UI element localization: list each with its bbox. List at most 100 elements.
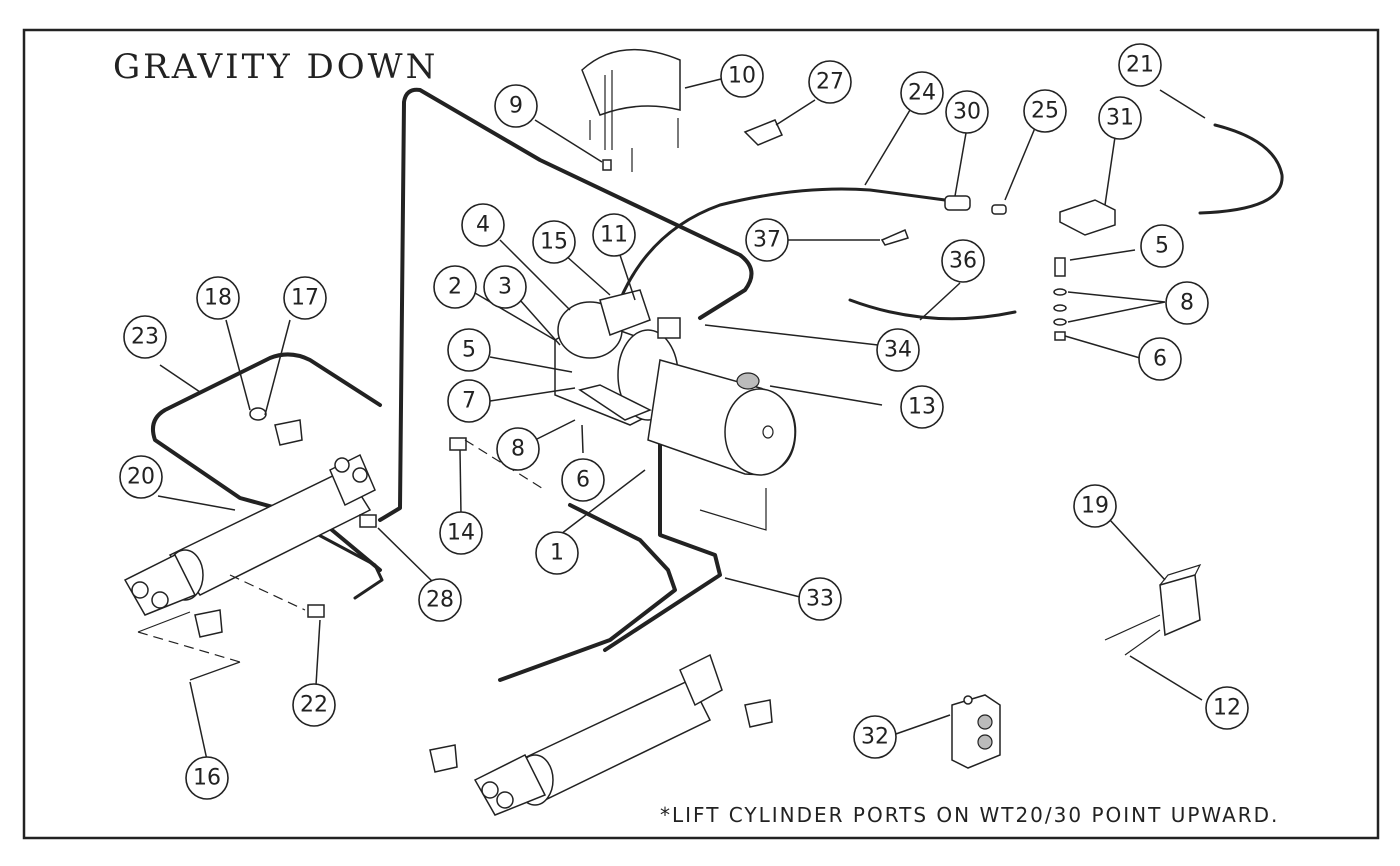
- callout-12: 12: [1205, 686, 1249, 730]
- callout-circle: [283, 276, 327, 320]
- callout-circle: [592, 213, 636, 257]
- callout-15: 15: [532, 220, 576, 264]
- callout-label: 30: [953, 100, 981, 125]
- callout-17: 17: [283, 276, 327, 320]
- callout-36: 36: [941, 239, 985, 283]
- callout-16: 16: [185, 756, 229, 800]
- callout-circle: [1138, 337, 1182, 381]
- callout-circle: [1098, 96, 1142, 140]
- callout-27: 27: [808, 60, 852, 104]
- callout-circle: [720, 54, 764, 98]
- reservoir-tank: [647, 359, 797, 531]
- callout-37: 37: [745, 218, 789, 262]
- callout-label: 5: [1155, 234, 1169, 259]
- callout-label: 14: [447, 521, 475, 546]
- pendant-control: [951, 694, 1001, 769]
- callout-11: 11: [592, 213, 636, 257]
- callout-4: 4: [461, 203, 505, 247]
- terminal-lug: [991, 204, 1007, 215]
- callout-22: 22: [292, 683, 336, 727]
- callout-21: 21: [1118, 43, 1162, 87]
- callout-20: 20: [119, 455, 163, 499]
- callout-circle: [900, 385, 944, 429]
- callout-30: 30: [945, 90, 989, 134]
- callout-circle: [292, 683, 336, 727]
- callout-circle: [745, 218, 789, 262]
- callout-6a: 6: [561, 458, 605, 502]
- callout-label: 5: [462, 338, 476, 363]
- callout-circle: [876, 328, 920, 372]
- callout-label: 19: [1081, 494, 1109, 519]
- left-cylinder: [123, 453, 376, 616]
- bolt-37: [880, 228, 909, 246]
- callout-label: 8: [511, 437, 525, 462]
- footnote: *LIFT CYLINDER PORTS ON WT20/30 POINT UP…: [660, 803, 1279, 827]
- callout-1: 1: [535, 531, 579, 575]
- callout-5a: 5: [447, 328, 491, 372]
- cover-part: [581, 48, 681, 172]
- callout-label: 36: [949, 249, 977, 274]
- callout-circle: [808, 60, 852, 104]
- callout-circle: [496, 427, 540, 471]
- callout-label: 3: [498, 275, 512, 300]
- callout-circle: [532, 220, 576, 264]
- callout-25: 25: [1023, 89, 1067, 133]
- callout-circle: [494, 84, 538, 128]
- callout-34: 34: [876, 328, 920, 372]
- right-cylinder: [473, 653, 723, 816]
- callout-circle: [1205, 686, 1249, 730]
- callout-circle: [941, 239, 985, 283]
- callout-label: 16: [193, 766, 221, 791]
- callout-31: 31: [1098, 96, 1142, 140]
- fitting-28: [359, 514, 377, 528]
- mount-box: [1104, 564, 1202, 656]
- callout-circle: [1140, 224, 1184, 268]
- callout-label: 23: [131, 325, 159, 350]
- fuse-holder: [944, 195, 971, 211]
- callout-19: 19: [1073, 484, 1117, 528]
- callout-32: 32: [853, 715, 897, 759]
- callout-3: 3: [483, 265, 527, 309]
- callout-label: 20: [127, 465, 155, 490]
- callout-circle: [483, 265, 527, 309]
- callout-28: 28: [418, 578, 462, 622]
- diagram-title: GRAVITY DOWN: [113, 47, 438, 87]
- callout-label: 8: [1180, 291, 1194, 316]
- callout-circle: [196, 276, 240, 320]
- callout-circle: [461, 203, 505, 247]
- callout-label: 22: [300, 693, 328, 718]
- callout-18: 18: [196, 276, 240, 320]
- callout-label: 10: [728, 64, 756, 89]
- callout-label: 7: [462, 389, 476, 414]
- callout-label: 32: [861, 725, 889, 750]
- callout-label: 31: [1106, 106, 1134, 131]
- callout-circle: [945, 90, 989, 134]
- callout-label: 13: [908, 395, 936, 420]
- callout-label: 21: [1126, 53, 1154, 78]
- solenoid: [1059, 199, 1116, 236]
- callout-label: 17: [291, 286, 319, 311]
- callout-label: 18: [204, 286, 232, 311]
- clip-part: [743, 119, 784, 146]
- callout-label: 6: [1153, 347, 1167, 372]
- callout-label: 33: [806, 587, 834, 612]
- callout-2: 2: [433, 265, 477, 309]
- callout-circle: [535, 531, 579, 575]
- fitting-14: [449, 437, 467, 451]
- callout-label: 24: [908, 81, 936, 106]
- callout-14: 14: [439, 511, 483, 555]
- fitting-22: [307, 604, 325, 618]
- callout-circle: [447, 379, 491, 423]
- callout-circle: [900, 71, 944, 115]
- callout-label: 15: [540, 230, 568, 255]
- bolt-stack-right: [1053, 257, 1067, 341]
- callout-label: 4: [476, 213, 490, 238]
- callout-circle: [119, 455, 163, 499]
- callout-circle: [1165, 281, 1209, 325]
- cable-21: [1198, 123, 1284, 215]
- callout-circle: [798, 577, 842, 621]
- callout-33: 33: [798, 577, 842, 621]
- callout-5b: 5: [1140, 224, 1184, 268]
